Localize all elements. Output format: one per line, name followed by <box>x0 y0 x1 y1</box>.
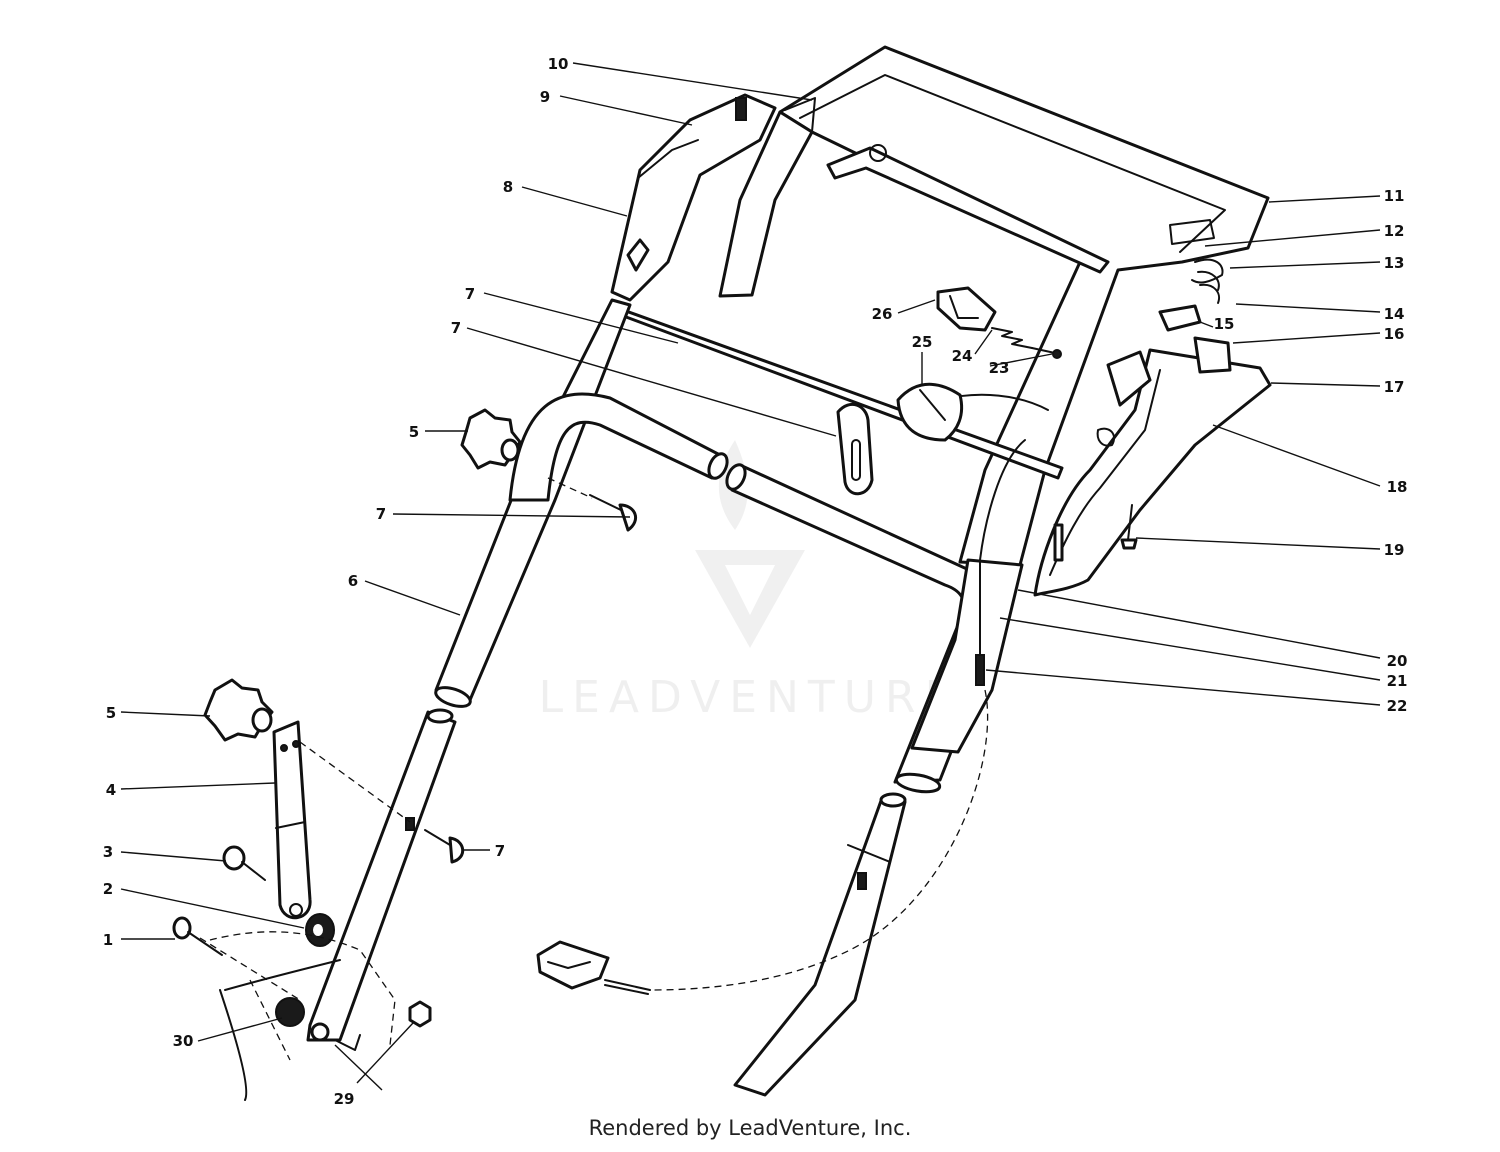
upper-handle <box>718 45 1270 567</box>
callout-15: 13 <box>1384 254 1405 272</box>
watermark-text: LEADVENTURE <box>539 672 962 723</box>
part-7-bolt-lower <box>424 829 465 864</box>
callout-29: 29 <box>334 1090 355 1108</box>
callout-4: 4 <box>106 781 116 799</box>
callout-3: 3 <box>103 843 113 861</box>
part-5-knob-upper <box>460 408 522 470</box>
part-7-bolt-upper <box>589 494 638 532</box>
callout-7-lower: 7 <box>495 842 505 860</box>
left-lower-tube <box>306 708 457 1042</box>
callout-2: 2 <box>103 880 113 898</box>
callout-18: 16 <box>1384 325 1405 343</box>
watermark: LEADVENTURE <box>539 440 962 723</box>
deck-outline <box>209 931 396 1101</box>
callout-24: 22 <box>1387 697 1408 715</box>
callout-30: 30 <box>173 1032 194 1050</box>
callout-20: 18 <box>1387 478 1408 496</box>
callout-7-upper: 7 <box>376 505 386 523</box>
callout-12: 10 <box>548 55 569 73</box>
callout-25: 23 <box>989 359 1010 377</box>
part-26-spring <box>991 327 1033 349</box>
part-8-slotted-plate <box>836 402 874 496</box>
part-28-bracket <box>936 286 997 332</box>
footer-credit: Rendered by LeadVenture, Inc. <box>588 1116 912 1140</box>
callout-10: 8 <box>503 178 513 196</box>
callout-11: 9 <box>540 88 550 106</box>
callout-5-upper: 5 <box>409 423 419 441</box>
callout-8: 7 <box>451 319 461 337</box>
right-upper-tube <box>910 558 1024 754</box>
leader-lines <box>120 62 1381 1091</box>
callout-1: 1 <box>103 931 113 949</box>
callout-28: 26 <box>872 305 893 323</box>
callout-17: 15 <box>1214 315 1235 333</box>
connector-plug <box>536 940 610 990</box>
callout-23: 21 <box>1387 672 1408 690</box>
callout-16: 14 <box>1384 305 1405 323</box>
callout-6: 6 <box>348 572 358 590</box>
callout-21: 19 <box>1384 541 1405 559</box>
callout-9: 7 <box>465 285 475 303</box>
part-4-bracket <box>272 720 312 920</box>
callout-19: 17 <box>1384 378 1405 396</box>
part-27-grip <box>896 382 964 442</box>
part-5-knob-lower <box>203 678 274 742</box>
callout-26: 24 <box>952 347 973 365</box>
part-2-washer <box>305 913 335 947</box>
callout-14: 12 <box>1384 222 1405 240</box>
assembly-guides <box>199 477 593 1001</box>
callout-5-lower: 5 <box>106 704 116 722</box>
callout-13: 11 <box>1384 187 1405 205</box>
part-25-pin <box>1031 347 1062 359</box>
part-29-nut <box>408 1000 432 1028</box>
left-upper-arm <box>610 93 777 302</box>
left-upper-tube <box>434 298 632 708</box>
callout-27: 25 <box>912 333 933 351</box>
part-21-screw <box>1120 504 1138 550</box>
control-box <box>1033 258 1272 597</box>
part-1-bolt <box>172 916 223 956</box>
callout-22: 20 <box>1387 652 1408 670</box>
part-30-fitting <box>275 997 305 1027</box>
control-bar <box>826 144 1110 274</box>
right-lower-tube <box>733 792 907 1097</box>
callout-labels: 10 9 8 7 7 5 7 6 5 4 3 2 1 7 30 29 11 12… <box>103 55 1408 1108</box>
part-3-bolt <box>222 845 266 881</box>
